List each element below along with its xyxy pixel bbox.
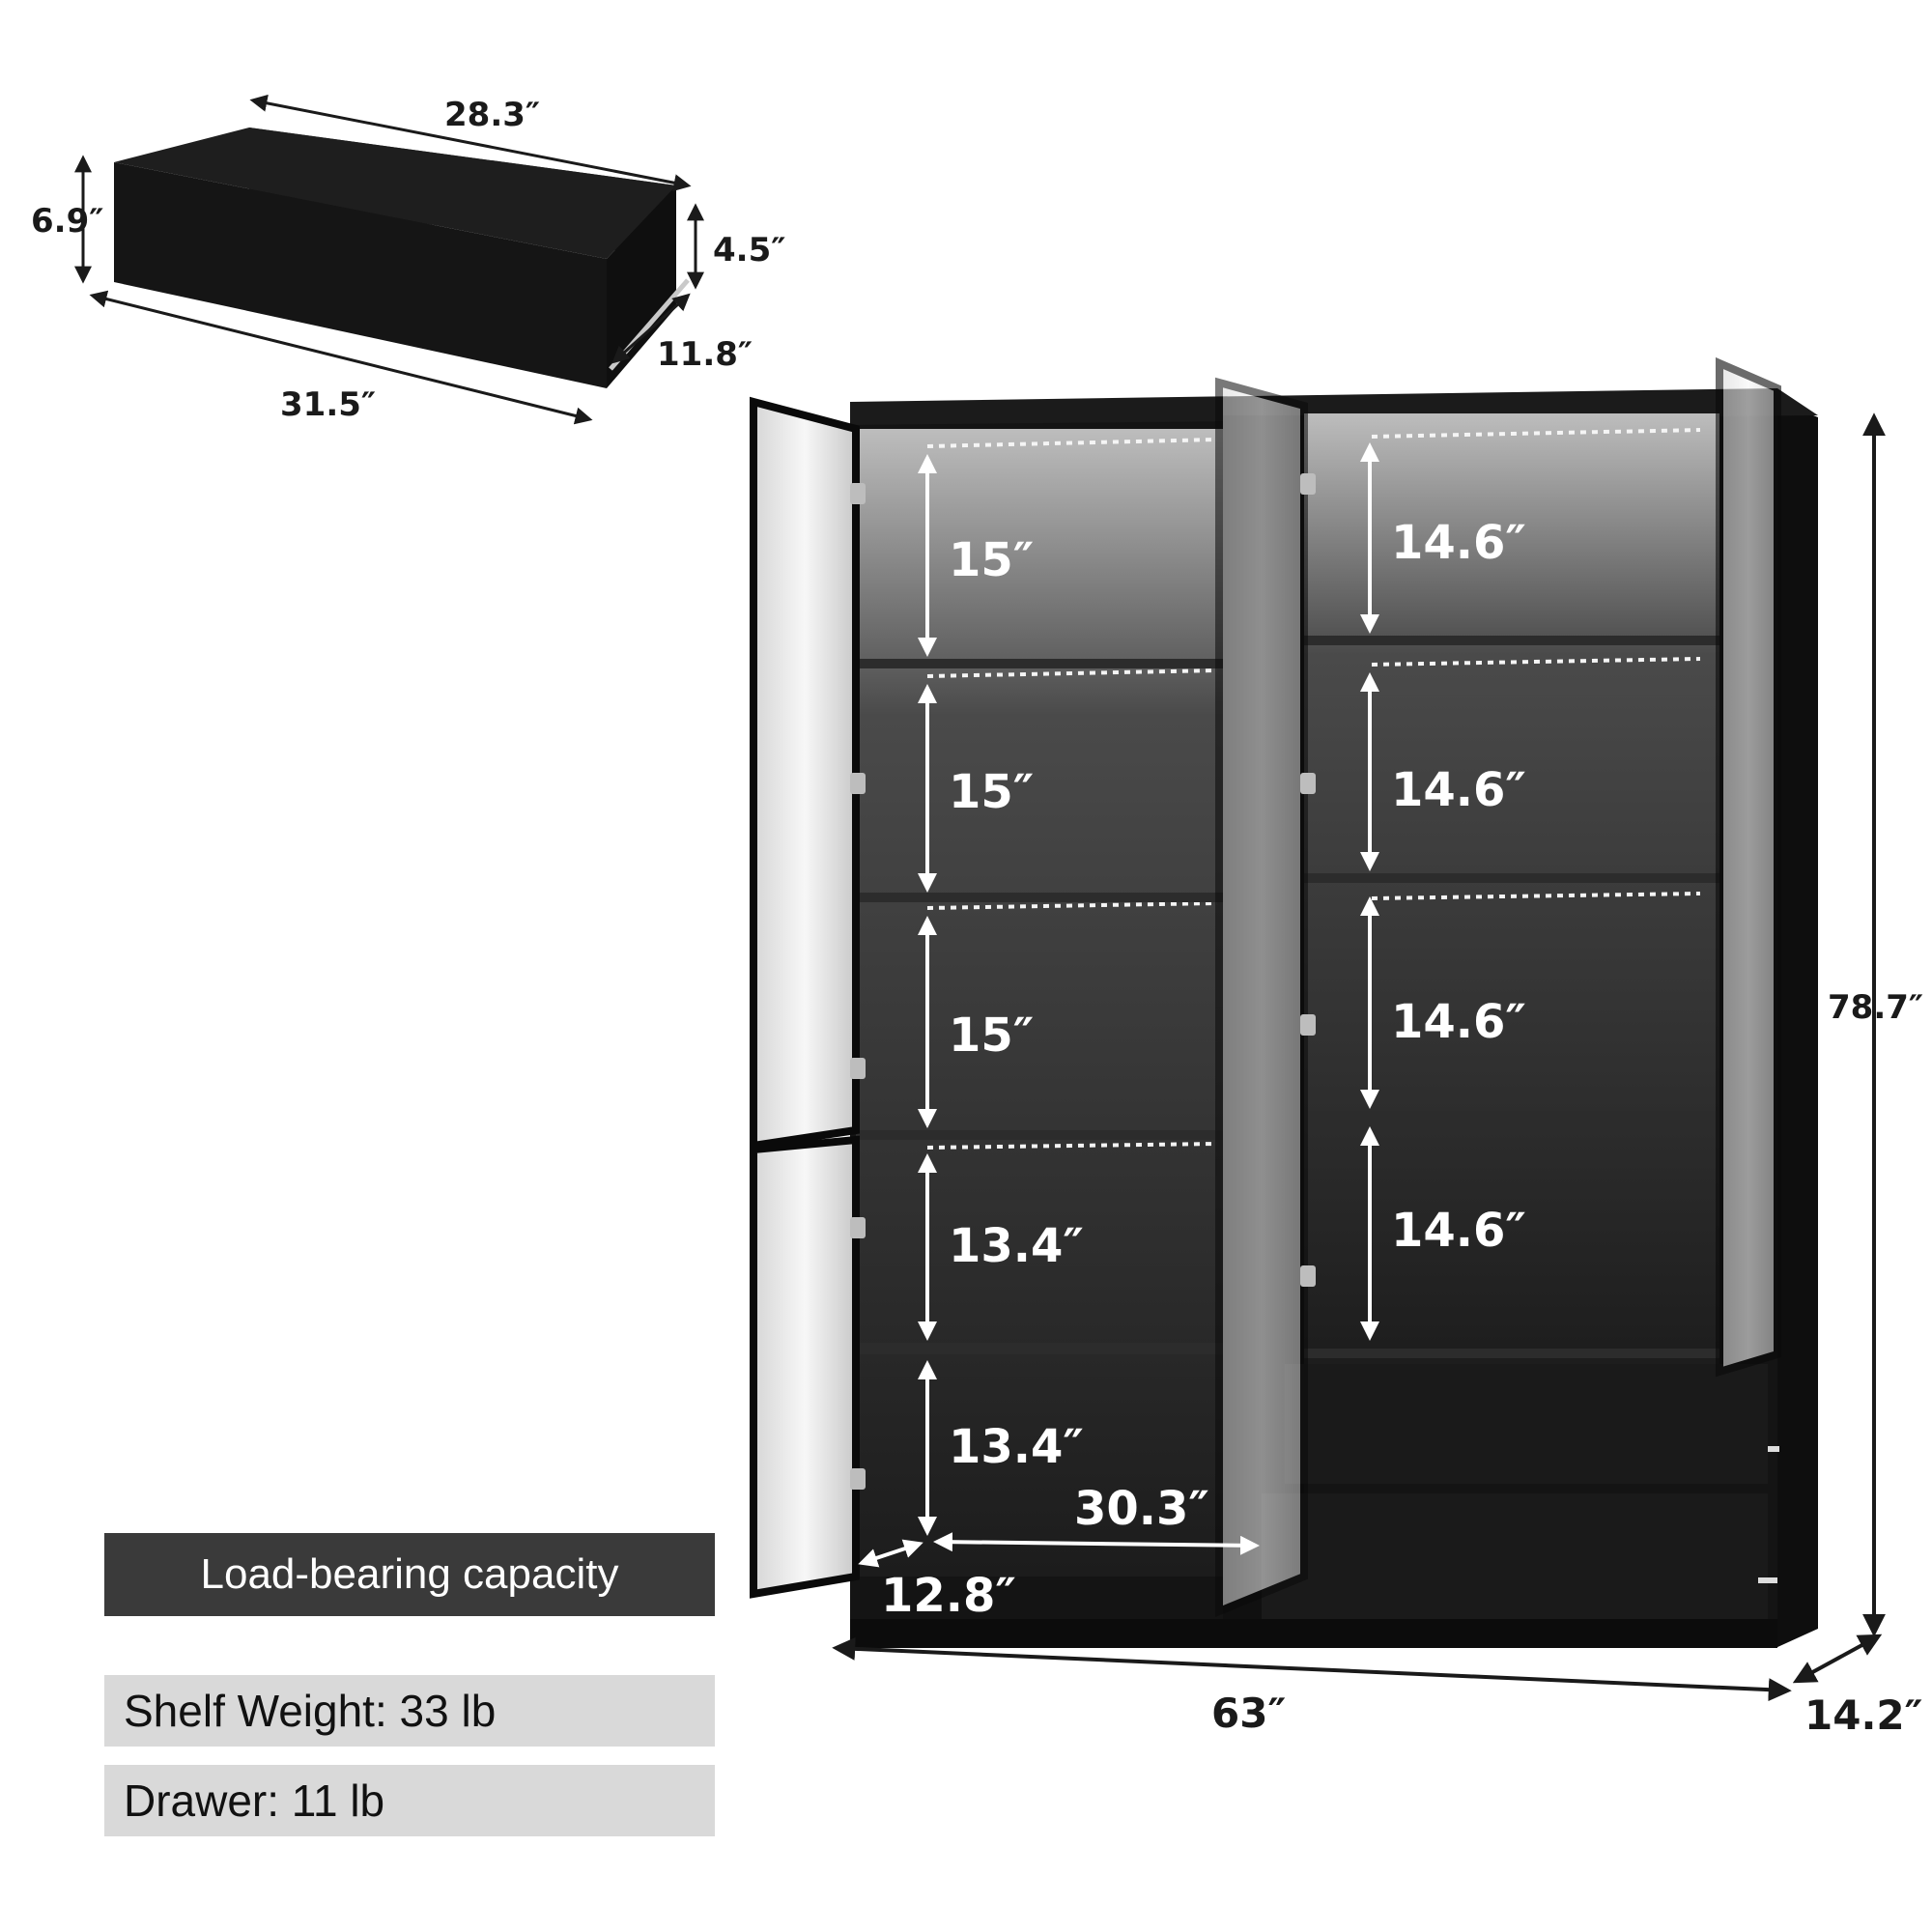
door-hinges xyxy=(850,473,1316,1490)
drawer-dimension-lines xyxy=(74,94,704,425)
drawer-weight-row: Drawer: 11 lb xyxy=(104,1765,715,1836)
interior-dimension-labels: 15″ 15″ 15″ 13.4″ 13.4″ 14.6″ 14.6″ 14.6… xyxy=(881,516,1526,1623)
drawer-back-width-arrow xyxy=(249,94,692,192)
width-arrow xyxy=(832,1636,1792,1702)
right-shelf-label-4: 14.6″ xyxy=(1391,1204,1526,1258)
right-shelf-label-3: 14.6″ xyxy=(1391,995,1526,1049)
interior-depth-label: 12.8″ xyxy=(881,1569,1016,1623)
left-interior xyxy=(856,429,1223,1577)
shelf-weight-row: Shelf Weight: 33 lb xyxy=(104,1675,715,1747)
right-glass-door xyxy=(1716,356,1781,1378)
exterior-dimension-labels: 78.7″ 63″ 14.2″ xyxy=(1211,988,1923,1739)
drawer-front-width-arrow xyxy=(89,290,593,425)
cabinet-drawer-upper xyxy=(1285,1364,1768,1484)
height-label: 78.7″ xyxy=(1828,988,1923,1027)
interior-depth-arrow xyxy=(858,1539,923,1568)
led-strips xyxy=(926,428,1701,1150)
drawer-depth-arrow xyxy=(611,293,691,364)
interior-width-label: 30.3″ xyxy=(1074,1482,1209,1536)
left-glass-door-lower xyxy=(750,1135,860,1599)
drawer-depth-label: 11.8″ xyxy=(657,335,753,374)
left-shelf-label-5: 13.4″ xyxy=(949,1420,1084,1474)
drawer-inner-height-label: 4.5″ xyxy=(713,231,785,270)
cabinet-side-panel xyxy=(1776,400,1818,1648)
cabinet-drawer-lower xyxy=(1262,1493,1768,1619)
cabinet-base xyxy=(850,1619,1777,1648)
left-shelf-label-1: 15″ xyxy=(949,533,1034,587)
middle-glass-door xyxy=(1215,377,1308,1617)
left-shelf-label-2: 15″ xyxy=(949,765,1034,819)
drawer-back-width-label: 28.3″ xyxy=(444,96,540,134)
width-label: 63″ xyxy=(1211,1690,1286,1737)
interior-dimension-arrows xyxy=(858,442,1379,1568)
drawer-outer-height-label: 6.9″ xyxy=(31,202,103,241)
left-glass-door-upper xyxy=(750,396,860,1151)
drawer-illustration xyxy=(114,128,690,388)
load-capacity-header: Load-bearing capacity xyxy=(104,1533,715,1616)
right-shelf-label-1: 14.6″ xyxy=(1391,516,1526,570)
depth-arrow xyxy=(1792,1634,1883,1684)
left-shelf-label-3: 15″ xyxy=(949,1009,1034,1063)
right-shelf-label-2: 14.6″ xyxy=(1391,763,1526,817)
left-shelf-label-4: 13.4″ xyxy=(949,1219,1084,1273)
exterior-dimension-arrows xyxy=(832,412,1886,1702)
depth-label: 14.2″ xyxy=(1804,1691,1922,1739)
drawer-front-width-label: 31.5″ xyxy=(280,385,376,424)
interior-width-arrow xyxy=(933,1532,1260,1555)
cabinet-illustration xyxy=(750,356,1818,1648)
left-shelves xyxy=(856,659,1223,1354)
drawer-dimension-labels: 28.3″ 6.9″ 4.5″ 11.8″ 31.5″ xyxy=(31,96,785,424)
right-shelves xyxy=(1304,636,1719,1358)
